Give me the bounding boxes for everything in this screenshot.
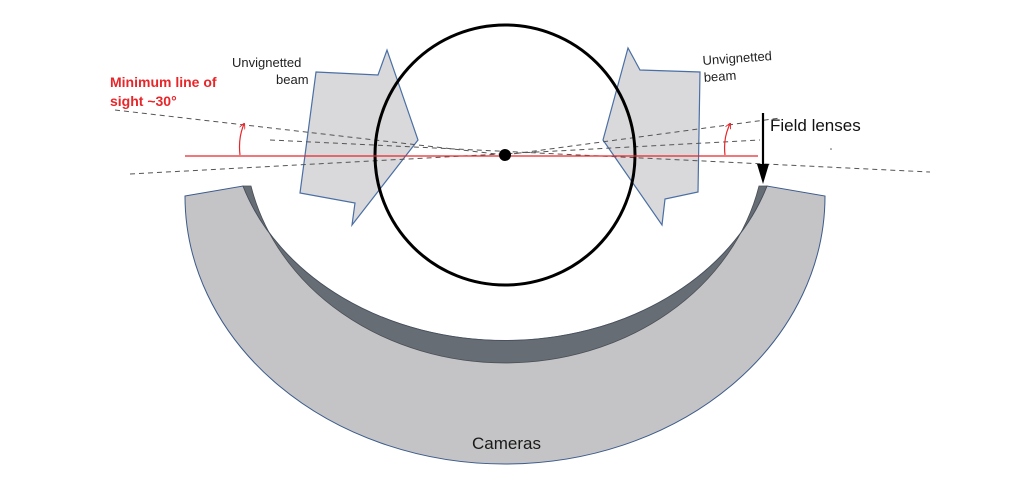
center-dot [499,149,511,161]
dashed-sight-lines [114,109,931,175]
down-arrow-icon [757,113,769,184]
field-lenses-label: Field lenses [770,116,861,135]
angle-arc-right-icon [723,124,730,156]
beam-right [602,46,701,227]
unvignetted-beam-left-label: Unvignetted beam [232,54,309,88]
unvignetted-left-line2: beam [276,72,309,87]
min-line-of-sight-label: Minimum line of sight ~30° [110,73,217,111]
beam-left [299,48,419,228]
angle-arc-left-icon [238,124,245,156]
unvignetted-beam-right-label: Unvignetted beam [702,47,774,86]
field-lens-band [242,185,768,364]
unvignetted-left-line1: Unvignetted [232,55,302,70]
target-circle [373,23,637,287]
min-sight-line2: sight ~30° [110,93,177,109]
camera-ring [184,185,826,465]
decorative-dot [830,148,832,150]
cameras-label: Cameras [472,434,541,453]
min-sight-line1: Minimum line of [110,74,217,90]
